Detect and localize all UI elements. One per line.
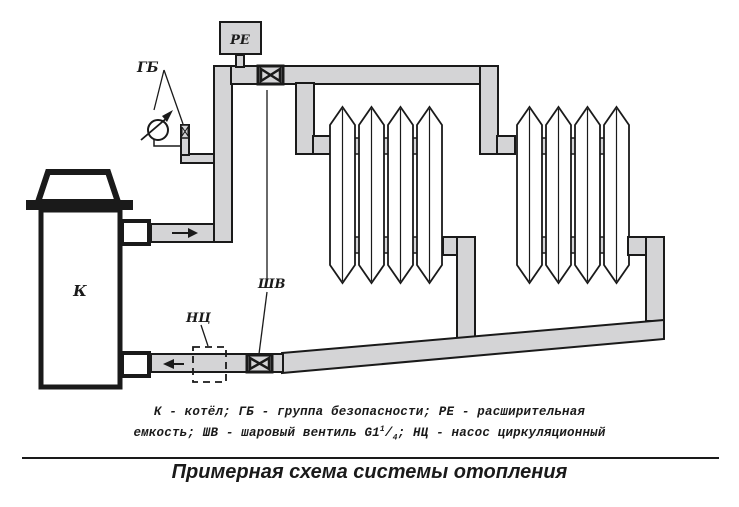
radiator-1 <box>329 105 443 285</box>
supply-drop-1 <box>295 82 315 155</box>
legend-line-2-prefix: емкость; ШВ - шаровый вентиль G1 <box>133 426 380 441</box>
return-riser-1 <box>456 236 476 340</box>
flow-arrow-right-icon <box>172 228 198 238</box>
boiler-inlet-nozzle <box>120 351 151 378</box>
boiler-body <box>38 207 123 390</box>
supply-line <box>150 65 516 243</box>
figure-caption: Примерная схема системы отопления <box>171 461 568 483</box>
divider-rule <box>22 457 719 459</box>
safety-valve-icon <box>180 124 190 139</box>
circulation-pump-icon <box>192 346 227 383</box>
pressure-gauge-icon <box>140 110 173 141</box>
legend-line-2: емкость; ШВ - шаровый вентиль G11/4; НЦ … <box>0 425 739 443</box>
ball-valve-label: ШВ <box>257 277 285 292</box>
flow-arrow-left-icon <box>163 359 184 369</box>
legend-line-2-suffix: ; НЦ - насос циркуляционный <box>397 426 606 441</box>
expansion-tank-stem <box>235 54 245 68</box>
safety-group-branch <box>180 153 215 164</box>
boiler-label: К <box>72 282 87 300</box>
supply-drop-2 <box>479 65 499 155</box>
safety-group-label: ГБ <box>136 60 159 76</box>
return-riser-2 <box>645 236 665 322</box>
pump-leader <box>200 324 209 347</box>
legend-fraction-slash: / <box>384 426 393 441</box>
ball-valve-bottom-icon <box>245 353 274 374</box>
ball-valve-leader-bottom <box>258 291 268 355</box>
boiler: К <box>26 169 151 390</box>
legend-fraction-den: 4 <box>392 433 398 443</box>
legend-fraction-num: 1 <box>379 425 385 434</box>
expansion-tank-box <box>219 21 262 55</box>
boiler-hood <box>33 169 123 205</box>
radiator-1-inlet <box>312 135 332 155</box>
radiator-2-inlet <box>496 135 516 155</box>
radiator-2-outlet <box>627 236 647 256</box>
safety-group-leader-1 <box>153 69 165 111</box>
return-line: НЦ <box>150 236 665 383</box>
legend-line-1: К - котёл; ГБ - группа безопасности; РЕ … <box>153 405 586 419</box>
boiler-outlet-nozzle <box>120 219 151 246</box>
radiator-2 <box>516 105 630 285</box>
safety-group: ГБ <box>136 60 215 164</box>
expansion-tank: PE <box>219 21 262 68</box>
expansion-tank-label: PE <box>229 33 251 48</box>
supply-riser <box>213 65 233 243</box>
boiler-top-plate <box>26 200 133 210</box>
heating-system-diagram: К PE <box>26 21 665 390</box>
safety-group-leader-2 <box>163 69 184 125</box>
pump-label: НЦ <box>185 311 211 326</box>
ball-valve-top-icon <box>256 64 285 86</box>
